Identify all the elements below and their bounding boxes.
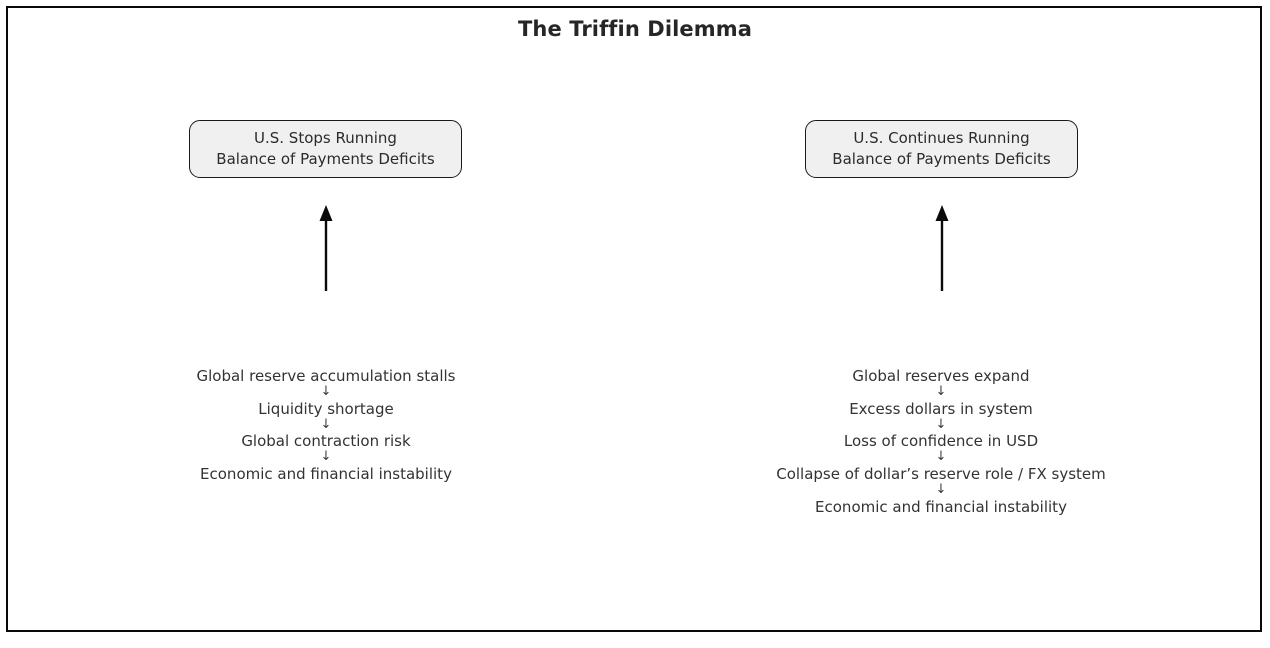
up-arrow-icon-left bbox=[319, 205, 333, 291]
chain-step: Collapse of dollar’s reserve role / FX s… bbox=[776, 464, 1106, 483]
chain-step: Global reserves expand bbox=[852, 367, 1030, 385]
decision-box-continues-running: U.S. Continues Running Balance of Paymen… bbox=[805, 120, 1078, 178]
down-arrow-icon: ↓ bbox=[320, 416, 332, 432]
chain-step: Loss of confidence in USD bbox=[843, 432, 1039, 451]
chain-step: Global contraction risk bbox=[241, 432, 411, 451]
outcome-chain-left: Global reserve accumulation stalls ↓ Liq… bbox=[95, 368, 557, 482]
decision-box-right-line2: Balance of Payments Deficits bbox=[832, 150, 1051, 168]
decision-box-right-line1: U.S. Continues Running bbox=[853, 128, 1030, 147]
page-title: The Triffin Dilemma bbox=[517, 17, 753, 41]
chain-step: Economic and financial instability bbox=[815, 497, 1067, 516]
chain-step: Global reserve accumulation stalls bbox=[196, 367, 456, 385]
decision-box-left-line2: Balance of Payments Deficits bbox=[216, 150, 435, 168]
chain-step: Economic and financial instability bbox=[200, 464, 452, 483]
down-arrow-icon: ↓ bbox=[320, 449, 332, 465]
figure-border bbox=[6, 6, 1262, 632]
down-arrow-icon: ↓ bbox=[935, 481, 947, 497]
outcome-chain-right: Global reserves expand ↓ Excess dollars … bbox=[695, 368, 1187, 515]
down-arrow-icon: ↓ bbox=[935, 449, 947, 465]
down-arrow-icon: ↓ bbox=[935, 384, 947, 399]
decision-box-stops-running: U.S. Stops Running Balance of Payments D… bbox=[189, 120, 462, 178]
decision-box-left-line1: U.S. Stops Running bbox=[254, 128, 397, 147]
chain-step: Excess dollars in system bbox=[849, 399, 1033, 418]
chain-step: Liquidity shortage bbox=[258, 399, 394, 418]
down-arrow-icon: ↓ bbox=[935, 416, 947, 432]
down-arrow-icon: ↓ bbox=[320, 384, 332, 399]
up-arrow-icon-right bbox=[935, 205, 949, 291]
